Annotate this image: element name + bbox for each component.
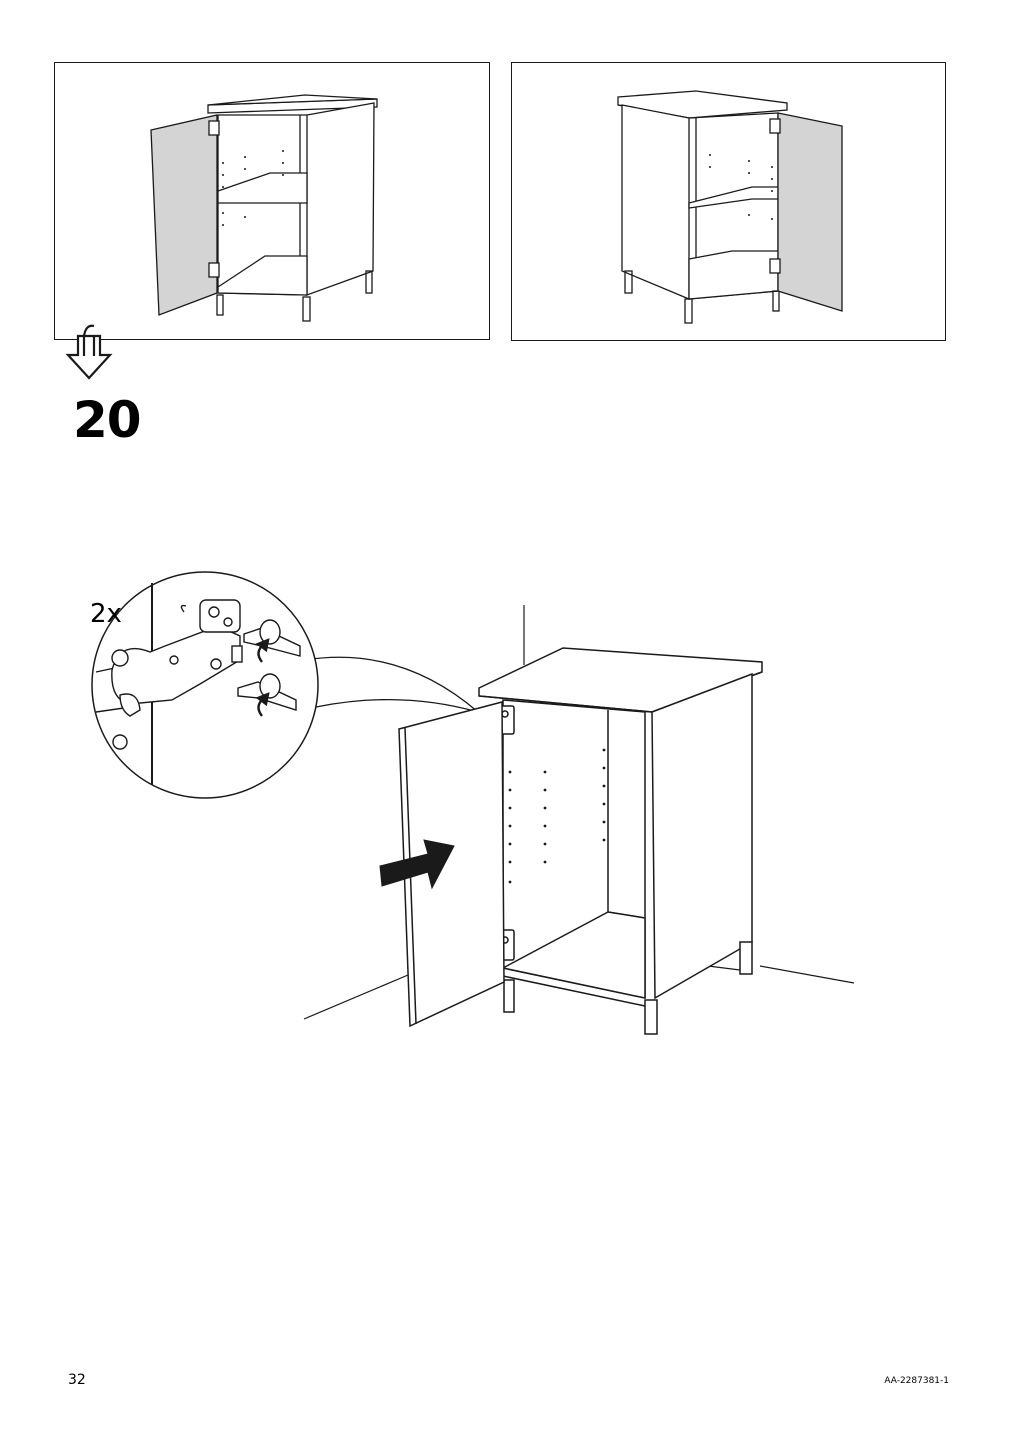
- hinge-icon: [111, 599, 243, 750]
- reference-panel-left-hinged: [54, 62, 490, 340]
- rotate-arrow-icon: [255, 638, 270, 717]
- shelf-pin-holes: [508, 748, 606, 884]
- down-arrow-icon: [65, 324, 113, 380]
- reference-panel-right-hinged: [511, 62, 946, 341]
- cabinet-left-door-illustration: [150, 94, 378, 322]
- document-code: AA-2287381-1: [884, 1376, 949, 1386]
- room-corner-lines: [303, 605, 855, 1020]
- page-number: 32: [68, 1372, 86, 1388]
- cabinet-main-illustration: [398, 647, 763, 1035]
- push-arrow-icon: [379, 839, 455, 890]
- hinge-detail-callout: [91, 571, 479, 799]
- quantity-label: 2x: [90, 599, 122, 629]
- cabinet-right-door-illustration: [617, 90, 843, 324]
- step-number: 20: [73, 391, 142, 449]
